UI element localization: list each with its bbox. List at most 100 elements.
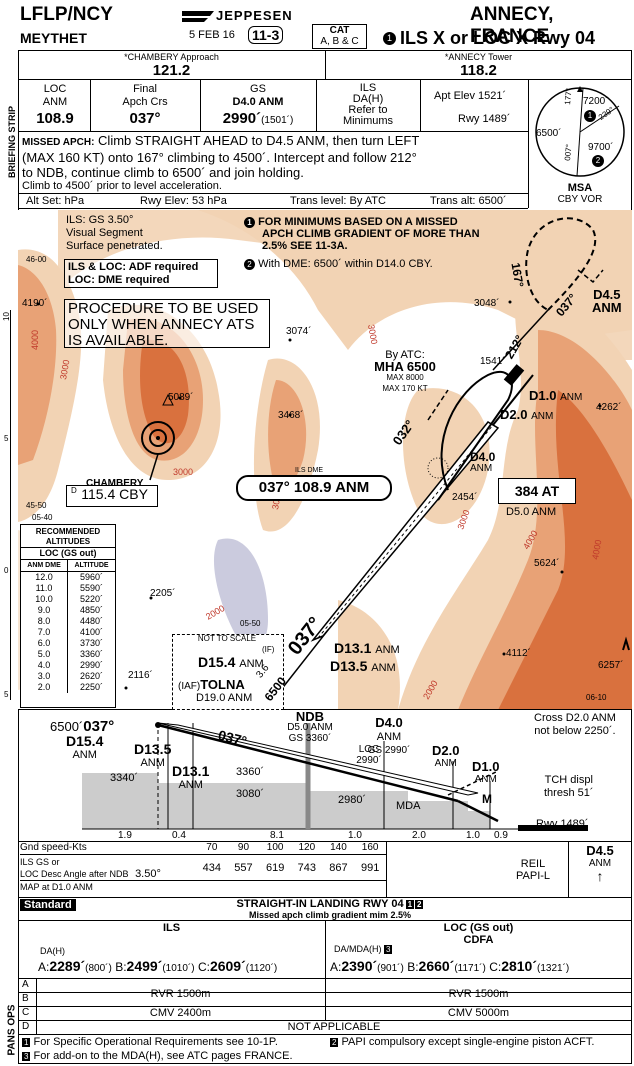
- mha: MHA 6500: [374, 359, 436, 374]
- fix-d15-4: D15.4 ANM: [198, 654, 264, 670]
- msa-sub: CBY VOR: [557, 194, 603, 205]
- ils-cat-a: A:: [38, 960, 50, 974]
- missed-approach: MISSED APCH: Climb STRAIGHT AHEAD to D4.…: [22, 133, 526, 180]
- footnote-1-marker: 1: [244, 217, 255, 228]
- loc-cat-a: A:: [330, 960, 342, 974]
- loc-da-label: DA/MDA(H) 3: [334, 944, 393, 954]
- footer-note-2: 2 PAPI compulsory except single-engine p…: [330, 1036, 594, 1048]
- spot-5624: 5624´: [534, 558, 560, 569]
- gs-alt-value: 2990´: [222, 110, 262, 127]
- profile-ndb-gs: GS 3360´: [288, 733, 332, 744]
- seg-2: 0.4: [172, 830, 186, 841]
- footer-text-3: For add-on to the MDA(H), see ATC pages …: [33, 1050, 293, 1062]
- spot-3048: 3048´: [474, 298, 500, 309]
- standard-tab: Standard: [20, 899, 76, 911]
- rec-alt-dme: 9.0: [21, 605, 69, 616]
- briefing-strip-label: BRIEFING STRIP: [7, 105, 17, 178]
- footnote-1-line1: FOR MINIMUMS BASED ON A MISSED: [258, 216, 458, 228]
- speed-angle: 3.50°: [135, 867, 161, 880]
- spot-4262: 4262´: [596, 402, 622, 413]
- loc-cmv: CMV 5000m: [447, 1007, 510, 1019]
- profile-tch1: TCH displ: [544, 774, 593, 786]
- speed-100: 100: [266, 842, 284, 853]
- profile-d15-4-anm: ANM: [72, 749, 97, 761]
- footer-marker-3: 3: [22, 1052, 31, 1061]
- msa-note-2: 2: [592, 155, 604, 167]
- cat-row-c: C: [22, 1007, 30, 1018]
- ils-b-value: 2499´: [126, 958, 163, 974]
- msa-label: MSA: [567, 182, 593, 194]
- cby-dme-marker: D: [71, 486, 77, 495]
- minimums-title-text: STRAIGHT-IN LANDING RWY 04: [236, 898, 404, 910]
- profile-2980: 2980´: [338, 794, 367, 806]
- max-alt: MAX 8000: [386, 373, 424, 382]
- profile-d4-0: D4.0 ANM GS 2990´: [364, 716, 414, 757]
- profile-3340: 3340´: [110, 772, 139, 784]
- final-course: 037°: [129, 110, 161, 127]
- d19-label: D19.0 ANM: [196, 692, 253, 704]
- rec-alt-value: 3360´: [80, 649, 104, 659]
- papi-label: PAPI-L: [516, 870, 551, 882]
- fix-d15-4-label: D15.4: [198, 654, 236, 670]
- seg-6: 1.0: [466, 830, 480, 841]
- spot-6257: 6257´: [598, 660, 624, 671]
- up-arrow-icon: ↑: [596, 868, 604, 884]
- min-note-2: 2: [415, 900, 424, 909]
- rec-alt-dme: 12.0: [21, 571, 69, 583]
- rec-alt-dme: 2.0: [21, 682, 69, 693]
- contour-3000-chambery: 3000: [173, 467, 193, 477]
- rec-alt-value: 4100´: [80, 627, 104, 637]
- spot-4112: 4112´: [506, 648, 531, 659]
- fix-d2-0-anm: ANM: [531, 411, 554, 422]
- loc-b-value: 2660´: [418, 958, 455, 974]
- rec-alt-h-dme: ANM DME: [21, 560, 69, 572]
- profile-d4-0-anm: ANM: [376, 731, 402, 743]
- msa-alt-w: 6500´: [536, 128, 562, 139]
- profile-3360: 3360´: [236, 766, 265, 778]
- loc-callout-box: 037° 108.9 ANM: [236, 475, 392, 501]
- profile-d13-5-anm: ANM: [140, 757, 165, 769]
- final-sub: Apch Crs: [122, 96, 168, 108]
- cat-row-d: D: [22, 1021, 30, 1032]
- rwy-elev-setting: Rwy Elev: 53 hPa: [140, 195, 227, 207]
- profile-loc-alt: 2990´: [356, 755, 382, 766]
- profile-d2-0-label: D2.0: [432, 743, 460, 758]
- profile-d4-0-label: D4.0: [375, 715, 403, 730]
- max-speed: MAX 170 KT: [382, 384, 428, 393]
- profile-seg-row: 1.9 0.4 8.1 1.0 2.0 1.0 0.9: [82, 830, 512, 842]
- final-label: Final: [133, 83, 157, 95]
- profile-cross-note2: not below 2250´.: [534, 725, 616, 737]
- footer-text-1: For Specific Operational Requirements se…: [33, 1036, 278, 1048]
- rec-alt-dme: 8.0: [21, 616, 69, 627]
- spot-3074: 3074´: [286, 326, 312, 337]
- freq-label-chambery: *CHAMBERY Approach: [124, 52, 219, 62]
- airport-name: MEYTHET: [20, 30, 87, 46]
- cat-row-a: A: [22, 979, 29, 990]
- rec-alt-dme: 3.0: [21, 671, 69, 682]
- lon-06-10: 06-10: [586, 693, 607, 702]
- fix-d13-1-anm: ANM: [375, 644, 400, 656]
- loc-c-hat: (1321´): [537, 963, 570, 974]
- profile-d13-1-label: D13.1: [172, 763, 210, 779]
- loc-a-hat: (901´): [377, 963, 404, 974]
- profile-rwy: Rwy 1489´: [536, 818, 589, 830]
- alt-setting: Alt Set: hPa: [26, 195, 85, 207]
- fix-d15-4-anm: ANM: [239, 658, 264, 670]
- rec-alt-value: 2990´: [80, 660, 104, 670]
- surface-note: Surface penetrated.: [66, 240, 163, 252]
- loc-column-header: LOC (GS out)CDFA: [325, 922, 632, 946]
- loc-column-title: LOC (GS out): [443, 922, 514, 934]
- seg-1: 1.9: [118, 830, 132, 841]
- adf-note: ILS & LOC: ADF required: [68, 261, 199, 273]
- missed-d4-5-anm: ANM: [588, 858, 612, 869]
- profile-map-m: M: [482, 792, 492, 806]
- holding-info: By ATC: MHA 6500 MAX 8000 MAX 170 KT: [365, 350, 445, 394]
- profile-gs2990: GS 2990´: [367, 745, 411, 756]
- not-applicable: NOT APPLICABLE: [287, 1021, 381, 1033]
- gs-fix: D4.0 ANM: [232, 96, 284, 108]
- at-altitude-box: 384 AT: [498, 478, 576, 504]
- iaf-marker: (IAF): [178, 681, 201, 692]
